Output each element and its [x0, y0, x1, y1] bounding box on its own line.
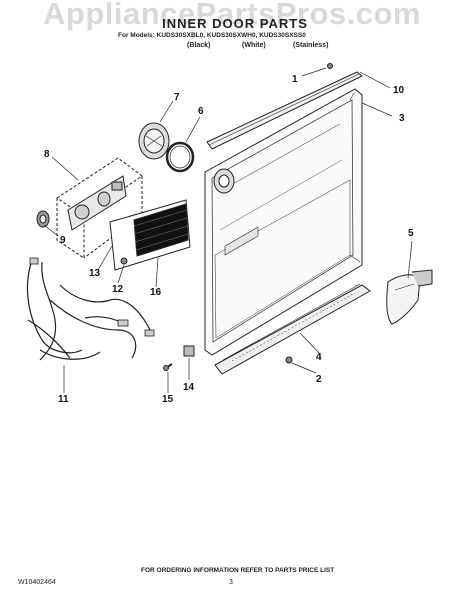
ordering-note: FOR ORDERING INFORMATION REFER TO PARTS …: [141, 567, 335, 574]
color-label-white: (White): [242, 42, 266, 49]
part-clip: [183, 345, 195, 357]
page-number: 3: [229, 579, 233, 586]
callout-14: 14: [183, 382, 195, 393]
callout-8: 8: [44, 149, 50, 160]
part-detergent-cap: [138, 122, 170, 160]
part-screw-1: [327, 63, 333, 69]
part-wire-harness: [26, 257, 155, 361]
page-title: INNER DOOR PARTS: [162, 16, 308, 31]
callout-5: 5: [408, 228, 414, 239]
callout-3: 3: [399, 113, 405, 124]
part-insulation-pad: [109, 199, 191, 271]
callout-16: 16: [150, 287, 162, 298]
part-screw-12: [120, 257, 128, 265]
callout-11: 11: [58, 394, 69, 405]
part-lower-strip: [214, 283, 371, 375]
callout-1: 1: [292, 74, 298, 85]
callout-4: 4: [316, 352, 322, 363]
part-dispenser-assembly: [56, 157, 143, 259]
part-vent-duct: [386, 269, 433, 325]
part-gasket-ring: [165, 141, 195, 173]
part-inner-door-panel: [204, 88, 363, 356]
callout-9: 9: [60, 235, 66, 246]
callout-15: 15: [162, 394, 174, 405]
part-dispenser-knob: [36, 210, 50, 228]
color-label-black: (Black): [187, 42, 211, 49]
color-label-stainless: (Stainless): [293, 42, 329, 49]
callout-13: 13: [89, 268, 101, 279]
callout-6: 6: [198, 106, 204, 117]
part-screw-15: [163, 363, 173, 371]
callout-10: 10: [393, 85, 405, 96]
part-screw-2: [285, 356, 293, 364]
watermark: AppliancePartsPros.com: [43, 0, 421, 31]
callout-12: 12: [112, 284, 124, 295]
callout-7: 7: [174, 92, 180, 103]
models-line: For Models: KUDS30SXBL0, KUDS30SXWH0, KU…: [118, 32, 306, 39]
callout-2: 2: [316, 374, 322, 385]
document-number: W10402464: [18, 579, 56, 586]
leader-lines: [43, 67, 413, 393]
part-vent-strip: [206, 71, 363, 150]
